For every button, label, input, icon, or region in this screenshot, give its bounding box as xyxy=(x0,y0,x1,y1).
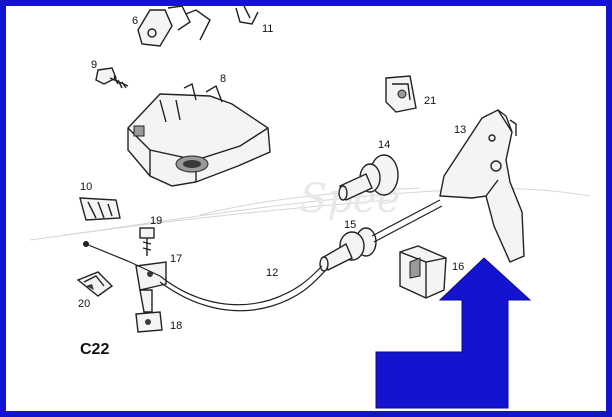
part-20-clip xyxy=(76,271,114,297)
label-part-6: 6 xyxy=(132,15,138,27)
part-18-nut xyxy=(135,311,163,333)
part-14-grommet xyxy=(338,154,399,201)
indicator-arrow xyxy=(375,257,532,409)
part-19-bolt xyxy=(139,227,155,256)
part-13-lever xyxy=(439,109,525,263)
label-part-12: 12 xyxy=(266,267,278,279)
label-part-13: 13 xyxy=(454,124,466,136)
label-part-11: 11 xyxy=(262,23,273,35)
part-17-bracket xyxy=(135,261,167,313)
label-part-19: 19 xyxy=(150,215,162,227)
part-10-clip xyxy=(79,197,121,221)
label-part-16: 16 xyxy=(452,261,464,273)
label-part-20: 20 xyxy=(78,298,90,310)
diagram-code: C22 xyxy=(80,341,109,358)
label-part-14: 14 xyxy=(378,139,390,151)
label-part-17: 17 xyxy=(170,253,182,265)
label-part-9: 9 xyxy=(91,59,97,71)
part-8-housing xyxy=(127,82,271,187)
part-12-cable xyxy=(83,199,443,312)
label-part-21: 21 xyxy=(424,95,436,107)
part-16-block xyxy=(399,245,447,299)
part-11-clip xyxy=(235,5,259,25)
part-9-screw xyxy=(95,67,129,89)
part-21-clip xyxy=(385,75,417,113)
part-15-grommet xyxy=(319,227,377,272)
label-part-8: 8 xyxy=(220,73,226,85)
label-part-15: 15 xyxy=(344,219,356,231)
label-part-10: 10 xyxy=(80,181,92,193)
label-part-18: 18 xyxy=(170,320,182,332)
part-6-bracket xyxy=(137,5,211,47)
